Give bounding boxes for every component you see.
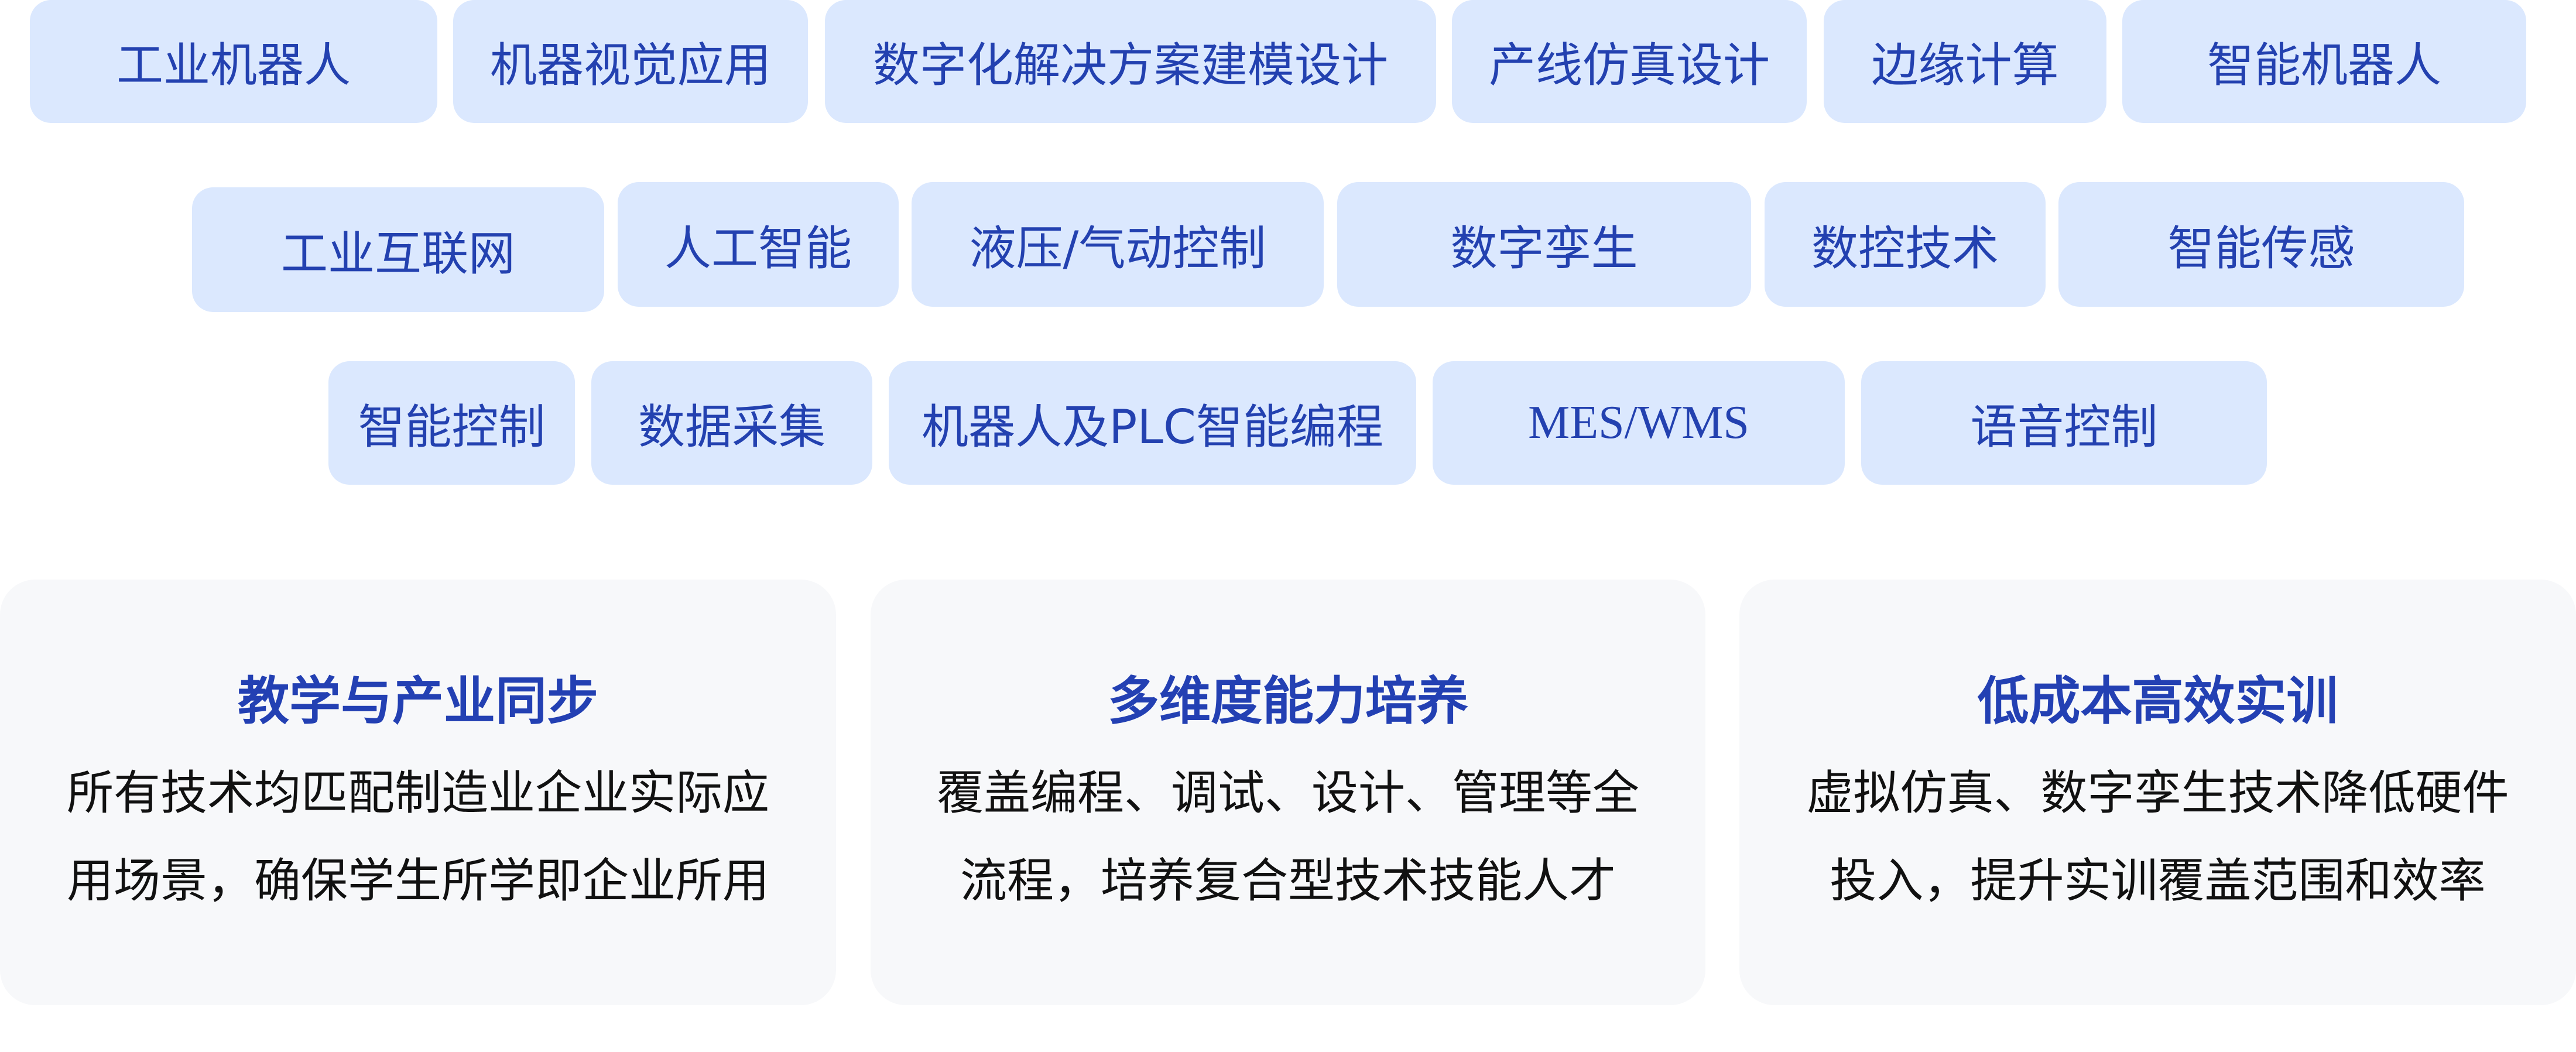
- tag-robot-plc-programming[interactable]: 机器人及PLC智能编程: [889, 361, 1416, 485]
- tag-smart-control[interactable]: 智能控制: [328, 361, 575, 485]
- card-title: 低成本高效实训: [1977, 671, 2338, 731]
- tag-intelligent-robot[interactable]: 智能机器人: [2122, 0, 2526, 123]
- card-title: 多维度能力培养: [1107, 671, 1468, 731]
- card-description: 虚拟仿真、数字孪生技术降低硬件投入，提升实训覆盖范围和效率: [1806, 766, 2509, 908]
- tag-digital-twin[interactable]: 数字孪生: [1337, 182, 1751, 307]
- tag-edge-computing[interactable]: 边缘计算: [1824, 0, 2106, 123]
- tag-voice-control[interactable]: 语音控制: [1861, 361, 2267, 485]
- tag-industrial-internet[interactable]: 工业互联网: [192, 187, 604, 312]
- tag-machine-vision[interactable]: 机器视觉应用: [453, 0, 808, 123]
- feature-card-teaching-industry-sync: 教学与产业同步 所有技术均匹配制造业企业实际应用场景，确保学生所学即企业所用: [0, 580, 836, 1005]
- tag-cnc[interactable]: 数控技术: [1765, 182, 2046, 307]
- card-description: 所有技术均匹配制造业企业实际应用场景，确保学生所学即企业所用: [67, 766, 769, 908]
- tag-ai[interactable]: 人工智能: [618, 182, 899, 307]
- tag-data-acquisition[interactable]: 数据采集: [591, 361, 872, 485]
- tag-mes-wms[interactable]: MES/WMS: [1433, 361, 1845, 485]
- feature-card-multi-skill: 多维度能力培养 覆盖编程、调试、设计、管理等全流程，培养复合型技术技能人才: [871, 580, 1705, 1005]
- card-description: 覆盖编程、调试、设计、管理等全流程，培养复合型技术技能人才: [937, 766, 1639, 908]
- tag-industrial-robot[interactable]: 工业机器人: [30, 0, 437, 123]
- tag-smart-sensing[interactable]: 智能传感: [2058, 182, 2464, 307]
- card-title: 教学与产业同步: [237, 671, 598, 731]
- tag-digital-solution-modeling[interactable]: 数字化解决方案建模设计: [825, 0, 1436, 123]
- feature-card-low-cost-training: 低成本高效实训 虚拟仿真、数字孪生技术降低硬件投入，提升实训覆盖范围和效率: [1739, 580, 2576, 1005]
- tag-hydraulic-pneumatic[interactable]: 液压/气动控制: [912, 182, 1324, 307]
- tag-line-simulation[interactable]: 产线仿真设计: [1452, 0, 1807, 123]
